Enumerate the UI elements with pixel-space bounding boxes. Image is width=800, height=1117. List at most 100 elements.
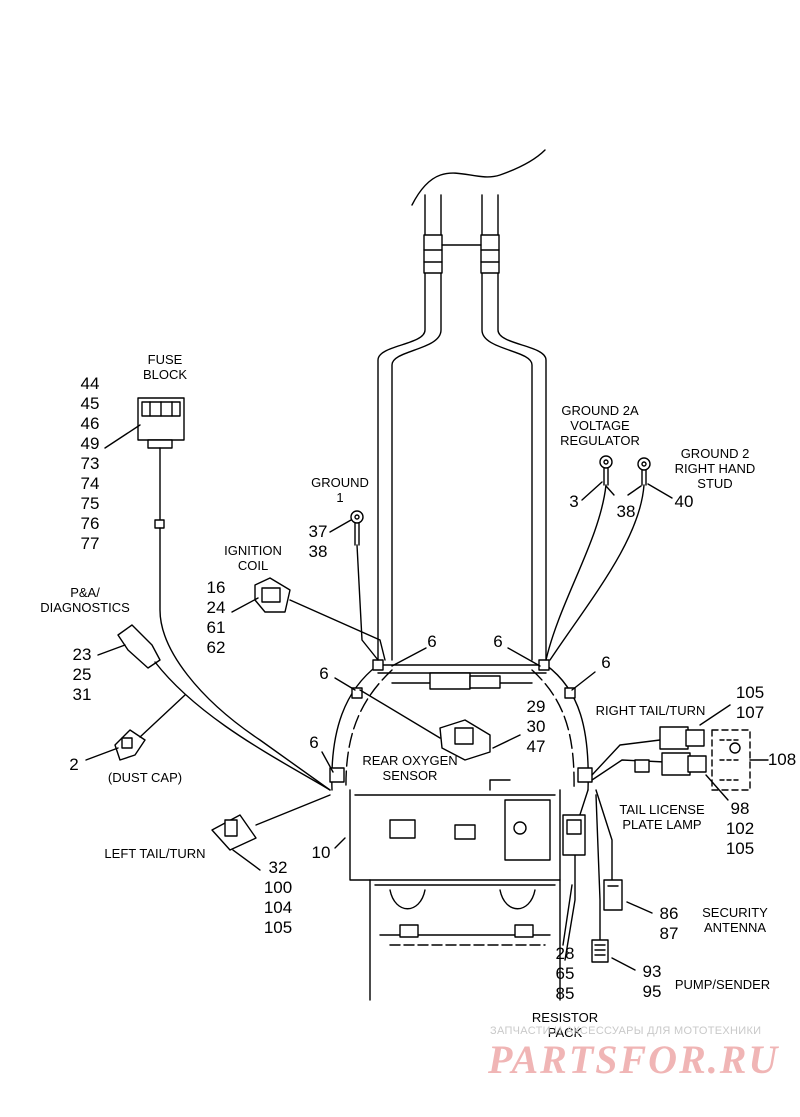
- part-number: 107: [735, 703, 765, 722]
- fender-outline: [349, 789, 561, 881]
- security-antenna-label: SECURITY ANTENNA: [690, 905, 780, 935]
- ground1-label-1: GROUND: [311, 475, 369, 490]
- security-antenna-shape: [603, 879, 623, 911]
- tail-license-numbers: 98 102 105: [720, 799, 760, 859]
- part-number: 38: [308, 542, 328, 561]
- part-number: 32: [268, 858, 288, 877]
- part-number: 30: [526, 717, 546, 736]
- security-antenna-label-1: SECURITY: [702, 905, 768, 920]
- item-6-number: 6: [319, 664, 329, 683]
- part-number: 73: [80, 454, 100, 473]
- connector-bracket-108: [711, 729, 751, 791]
- right-tail-connector: [659, 726, 689, 750]
- ground1-numbers: 37 38: [303, 522, 333, 562]
- resistor-pack-label: RESISTOR PACK: [520, 1010, 610, 1040]
- item-10-number: 10: [311, 843, 331, 862]
- ground1-label-2: 1: [336, 490, 344, 505]
- item-6-number: 6: [601, 653, 611, 672]
- part-number: 77: [80, 534, 100, 553]
- break-line: [411, 149, 546, 206]
- part-number: 47: [526, 737, 546, 756]
- part-number: 44: [80, 374, 100, 393]
- ground2-ring: [637, 457, 651, 471]
- tray-2: [499, 889, 536, 910]
- ground1-ring: [350, 510, 364, 524]
- rear-oxygen-sensor-label: REAR OXYGEN SENSOR: [355, 753, 465, 783]
- part-number: 45: [80, 394, 100, 413]
- part-number: 74: [80, 474, 100, 493]
- part-number: 61: [206, 618, 226, 637]
- ground2-label: GROUND 2 RIGHT HAND STUD: [665, 446, 765, 491]
- ignition-coil-label-1: IGNITION: [224, 543, 282, 558]
- dust-cap-label: (DUST CAP): [107, 770, 183, 785]
- item-6-number: 6: [309, 733, 319, 752]
- part-number: 95: [642, 982, 662, 1001]
- left-tail-turn-numbers: 32 100 104 105: [258, 858, 298, 938]
- tray-1: [389, 889, 426, 910]
- ignition-coil-label-2: COIL: [237, 558, 269, 573]
- fuse-block-numbers: 44 45 46 49 73 74 75 76 77: [75, 374, 105, 554]
- tail-license-label-1: TAIL LICENSE: [619, 802, 705, 817]
- harness-right: [481, 194, 533, 661]
- ground2a-label-3: REGULATOR: [560, 433, 640, 448]
- part-number: 93: [642, 962, 662, 981]
- part-number: 105: [725, 839, 755, 858]
- part-number: 87: [659, 924, 679, 943]
- part-number: 31: [72, 685, 92, 704]
- rear-oxygen-sensor-label-1: REAR OXYGEN: [362, 753, 458, 768]
- ground2a-label: GROUND 2A VOLTAGE REGULATOR: [550, 403, 650, 448]
- pa-diagnostics-label-2: DIAGNOSTICS: [40, 600, 130, 615]
- harness-left: [377, 194, 426, 661]
- right-tail-numbers: 105 107: [730, 683, 770, 723]
- part-number: 46: [80, 414, 100, 433]
- part-number: 23: [72, 645, 92, 664]
- item-3-number: 3: [569, 492, 579, 511]
- dust-cap-number: 2: [69, 755, 79, 774]
- part-number: 105: [735, 683, 765, 702]
- pa-diagnostics-label-1: P&A/: [70, 585, 100, 600]
- ground2a-ring: [599, 455, 613, 469]
- ground2-label-2: RIGHT HAND: [674, 461, 756, 476]
- tube-connector-right: [480, 234, 500, 274]
- part-number: 62: [206, 638, 226, 657]
- part-number: 104: [263, 898, 293, 917]
- tail-license-label-2: PLATE LAMP: [622, 817, 702, 832]
- item-6-number: 6: [427, 632, 437, 651]
- fuse-block-label-1: FUSE: [147, 352, 183, 367]
- part-number: 16: [206, 578, 226, 597]
- watermark-subtitle: ЗАПЧАСТИ И АКСЕССУАРЫ ДЛЯ МОТОТЕХНИКИ: [490, 1025, 762, 1037]
- item-38-number: 38: [616, 502, 636, 521]
- left-tail-turn-label: LEFT TAIL/TURN: [104, 846, 206, 861]
- part-number: 65: [555, 964, 575, 983]
- fuse-block-label-2: BLOCK: [142, 367, 188, 382]
- part-number: 102: [725, 819, 755, 838]
- rear-oxygen-numbers: 29 30 47: [520, 697, 552, 757]
- right-tail-wire: [591, 739, 661, 776]
- resistor-pack-label-1: RESISTOR: [531, 1010, 599, 1025]
- part-number: 24: [206, 598, 226, 617]
- pa-connector: [117, 624, 161, 669]
- fuse-wire: [159, 527, 331, 791]
- ground2-label-3: STUD: [697, 476, 733, 491]
- part-number: 25: [72, 665, 92, 684]
- pa-diagnostics-label: P&A/ DIAGNOSTICS: [30, 585, 140, 615]
- part-number: 28: [555, 944, 575, 963]
- pa-diagnostics-numbers: 23 25 31: [67, 645, 97, 705]
- item-6-number: 6: [493, 632, 503, 651]
- ground2-label-1: GROUND 2: [680, 446, 750, 461]
- part-number: 49: [80, 434, 100, 453]
- pump-sender-shape: [591, 939, 609, 963]
- security-numbers: 86 87: [654, 904, 684, 944]
- resistor-pack-label-2: PACK: [547, 1025, 583, 1040]
- ground2a-label-1: GROUND 2A: [561, 403, 639, 418]
- tube-connector-left: [423, 234, 443, 274]
- part-number: 105: [263, 918, 293, 937]
- fuse-block-label: FUSE BLOCK: [135, 352, 195, 382]
- security-antenna-label-2: ANTENNA: [703, 920, 767, 935]
- part-number: 85: [555, 984, 575, 1003]
- tail-license-label: TAIL LICENSE PLATE LAMP: [612, 802, 712, 832]
- item-108-number: 108: [767, 750, 797, 769]
- part-number: 86: [659, 904, 679, 923]
